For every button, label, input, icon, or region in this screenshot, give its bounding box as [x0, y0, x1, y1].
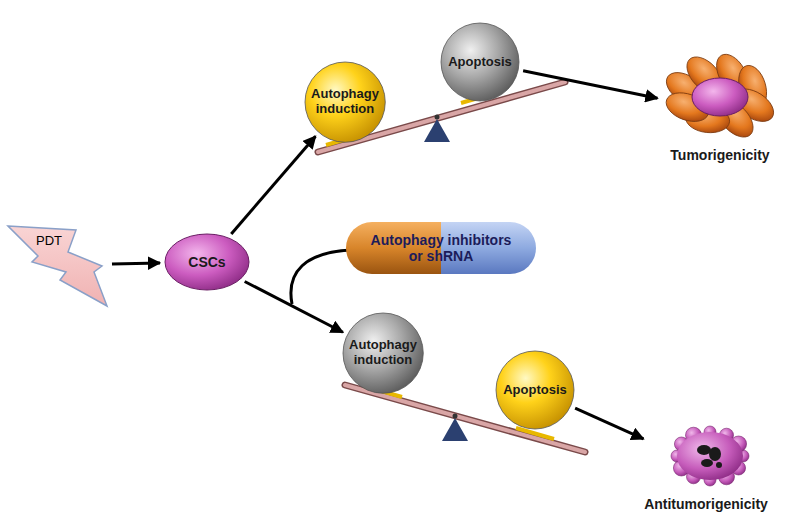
merge-line	[291, 250, 352, 304]
node-label: Autophagy induction	[310, 87, 380, 117]
arrow-connector	[523, 71, 657, 98]
fulcrum	[424, 119, 450, 142]
nuclear-fragment	[697, 445, 711, 455]
arrow-connector	[245, 281, 343, 332]
arrow-connector	[231, 136, 315, 234]
process-node: Antitumorigenicity	[636, 418, 776, 516]
lightning-node: PDT	[8, 222, 108, 308]
node-label: Tumorigenicity	[670, 147, 769, 163]
pivot	[435, 115, 440, 120]
node-label: Apoptosis	[503, 383, 567, 398]
text-holder: Tumorigenicity	[660, 55, 780, 167]
arrow-connector	[112, 261, 160, 265]
text-holder: PDT	[8, 222, 108, 308]
process-node: Tumorigenicity	[660, 55, 780, 167]
balance-ball	[496, 351, 574, 429]
node-label: CSCs	[188, 254, 225, 270]
fulcrum	[442, 418, 468, 441]
balance-ball	[441, 23, 519, 101]
apoptotic-cell	[677, 432, 743, 480]
node-label: Apoptosis	[448, 55, 512, 70]
text-holder: Autophagy induction	[342, 312, 424, 394]
pivot	[453, 414, 458, 419]
balance-ball	[343, 313, 423, 393]
process-node: Apoptosis	[495, 350, 575, 430]
text-holder: Apoptosis	[440, 22, 520, 102]
lightning-bolt	[8, 226, 107, 306]
process-node: Autophagy induction	[342, 312, 424, 394]
stem-cell	[692, 78, 748, 116]
node-label: Antitumorigenicity	[644, 496, 768, 512]
text-holder: Autophagy inhibitors or shRNA	[346, 222, 536, 274]
cell-ellipse	[165, 234, 249, 290]
process-node: Autophagy induction	[304, 61, 386, 143]
node-label: Autophagy induction	[348, 338, 418, 368]
text-holder: Autophagy induction	[304, 61, 386, 143]
text-holder: Apoptosis	[495, 350, 575, 430]
balance-ball	[305, 62, 385, 142]
drug-capsule: Autophagy inhibitors or shRNA	[346, 222, 536, 274]
nuclear-fragment	[709, 447, 721, 461]
node-label: Autophagy inhibitors or shRNA	[366, 232, 516, 264]
process-node: CSCs	[164, 233, 250, 291]
nuclear-fragment	[701, 459, 713, 467]
text-holder: CSCs	[164, 233, 250, 291]
nuclear-fragment	[716, 462, 722, 468]
text-holder: Antitumorigenicity	[636, 418, 776, 516]
seesaw-plate	[516, 428, 554, 439]
process-node: Apoptosis	[440, 22, 520, 102]
node-label: PDT	[36, 234, 62, 249]
arrow-connector	[575, 408, 643, 439]
